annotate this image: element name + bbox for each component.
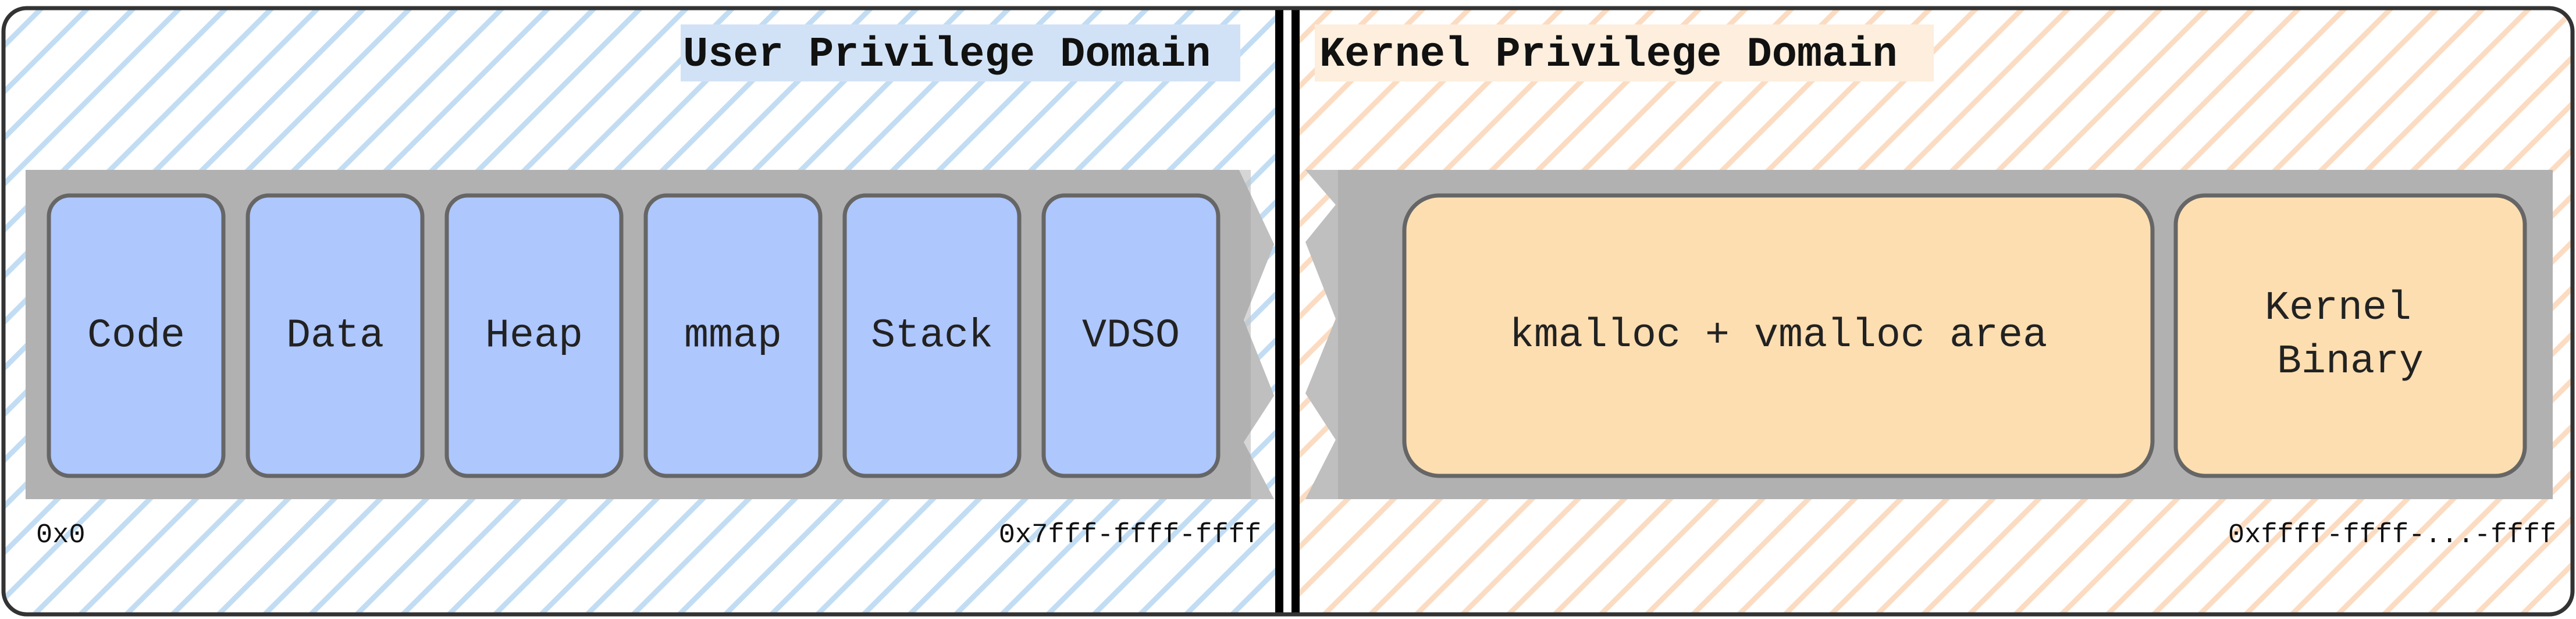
kernel-segment-kmalloc-vmalloc: kmalloc + vmalloc area xyxy=(1402,193,2155,478)
user-segment-mmap: mmap xyxy=(643,193,823,478)
privilege-divider-right xyxy=(1291,8,1300,614)
segment-label: Code xyxy=(87,313,185,359)
kernel-domain-title: Kernel Privilege Domain xyxy=(1319,31,1898,79)
user-segment-vdso: VDSO xyxy=(1041,193,1221,478)
outer-frame xyxy=(1,6,2575,617)
user-segment-stack: Stack xyxy=(842,193,1022,478)
user-address-start: 0x0 xyxy=(36,520,86,551)
segment-label: Stack xyxy=(871,313,993,359)
segment-label-line: Binary xyxy=(2277,339,2424,385)
user-segment-heap: Heap xyxy=(444,193,624,478)
user-title-highlight xyxy=(681,24,1240,81)
user-bar-break-shade xyxy=(1239,170,1274,499)
user-segment-data: Data xyxy=(245,193,425,478)
segment-label: Data xyxy=(286,313,384,359)
kernel-address-end: 0xffff-ffff-...-ffff xyxy=(2228,520,2556,551)
user-address-end: 0x7fff-ffff-ffff xyxy=(999,520,1261,551)
user-segment-code: Code xyxy=(47,193,226,478)
kernel-title-highlight xyxy=(1315,24,1934,81)
segment-label: Kernel Binary xyxy=(2265,286,2436,385)
segment-label: Heap xyxy=(485,313,583,359)
segment-label-line: kmalloc + vmalloc area xyxy=(1510,313,2047,359)
kernel-segment-kernel-binary: Kernel Binary xyxy=(2173,193,2527,478)
user-domain-title: User Privilege Domain xyxy=(683,31,1211,79)
segment-label-line: Kernel xyxy=(2265,286,2411,332)
privilege-divider-left xyxy=(1275,8,1283,614)
segment-label: VDSO xyxy=(1082,313,1180,359)
kernel-bar-break-shade xyxy=(1305,170,1338,499)
segment-label: kmalloc + vmalloc area xyxy=(1510,313,2047,359)
segment-label: mmap xyxy=(684,313,782,359)
